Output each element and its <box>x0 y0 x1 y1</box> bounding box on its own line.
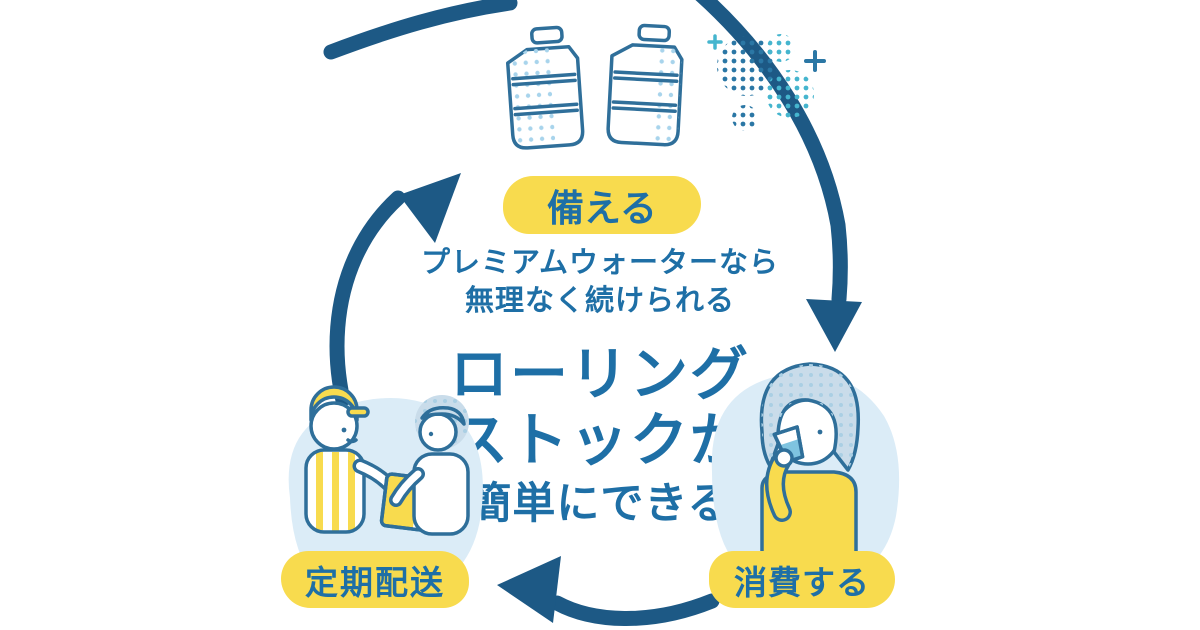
delivery-scene-illustration <box>288 385 483 601</box>
node-prepare-label: 備える <box>503 176 701 234</box>
water-bottles-icon <box>505 23 684 150</box>
node-delivery-text: 定期配送 <box>305 562 445 602</box>
node-consume-label: 消費する <box>709 551 895 608</box>
customer-person <box>389 395 470 536</box>
node-consume-text: 消費する <box>734 562 870 602</box>
hand <box>774 448 794 468</box>
copy-subtitle-line1: プレミアムウォーターなら <box>421 245 779 279</box>
copy-main-line2: ストックが <box>449 406 750 475</box>
delivery-person <box>304 385 400 534</box>
bubbles-icon <box>707 34 826 131</box>
water-bottle-right <box>606 23 684 147</box>
center-copy: プレミアムウォーターなら 無理なく続けられる ローリング ストックが 簡単にでき… <box>380 243 820 531</box>
cycle-arrow-left-icon <box>497 556 720 626</box>
copy-main-line1: ローリング <box>449 339 750 408</box>
copy-subtitle-line2: 無理なく続けられる <box>464 283 735 318</box>
copy-main-line3: 簡単にできる <box>468 479 732 530</box>
water-bottle-left <box>505 25 585 150</box>
cycle-arc-top-left <box>323 0 518 60</box>
node-delivery-label: 定期配送 <box>281 551 469 608</box>
node-prepare-text: 備える <box>547 187 657 230</box>
